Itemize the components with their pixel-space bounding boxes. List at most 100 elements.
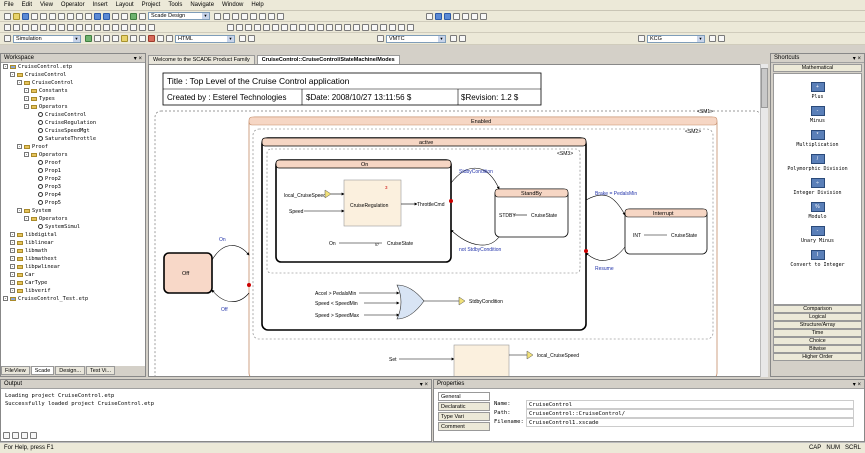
layout-icon[interactable] xyxy=(121,12,128,20)
flip-icon[interactable] xyxy=(453,12,460,20)
weak-transition-icon[interactable] xyxy=(130,23,137,31)
save-all-icon[interactable] xyxy=(31,12,38,20)
state-icon[interactable] xyxy=(268,12,275,20)
type-icon[interactable] xyxy=(232,12,239,20)
frame-icon[interactable] xyxy=(67,23,74,31)
shortcut-item[interactable]: -Minus xyxy=(774,106,861,124)
record-icon[interactable] xyxy=(139,35,146,42)
close-icon[interactable]: × xyxy=(424,381,428,388)
shortcut-category[interactable]: Higher Order xyxy=(773,353,862,361)
pointer-icon[interactable] xyxy=(4,23,11,31)
arrow-right-icon[interactable] xyxy=(444,12,451,20)
tree-node[interactable]: Prop3 xyxy=(3,183,145,191)
terminator-icon[interactable] xyxy=(49,23,56,31)
expand-icon[interactable]: - xyxy=(17,208,22,213)
expand-icon[interactable]: - xyxy=(10,256,15,261)
tree-node[interactable]: -Types xyxy=(3,95,145,103)
close-icon[interactable]: × xyxy=(857,381,861,388)
operator-icon[interactable] xyxy=(214,12,221,20)
tree-node[interactable]: Prop1 xyxy=(3,167,145,175)
tree-node[interactable]: -Operators xyxy=(3,103,145,111)
build-icon[interactable] xyxy=(709,35,716,42)
not-op-icon[interactable] xyxy=(290,23,297,31)
tree-node[interactable]: Prop2 xyxy=(3,175,145,183)
expand-icon[interactable]: - xyxy=(10,232,15,237)
expand-icon[interactable]: - xyxy=(24,152,29,157)
close-icon[interactable]: × xyxy=(857,55,861,62)
tree-node[interactable]: -System xyxy=(3,207,145,215)
tree-node[interactable]: -CruiseControl_Test.etp xyxy=(3,295,145,303)
cut-icon[interactable] xyxy=(40,12,47,20)
tree-node[interactable]: CruiseRegulation xyxy=(3,119,145,127)
tree-node[interactable]: -libverif xyxy=(3,287,145,295)
shortcut-item[interactable]: -Unary Minus xyxy=(774,226,861,244)
transition-icon[interactable] xyxy=(277,12,284,20)
settings-icon[interactable] xyxy=(157,35,164,42)
shortcut-category[interactable]: Choice xyxy=(773,337,862,345)
eq-op-icon[interactable] xyxy=(353,23,360,31)
if-op-icon[interactable] xyxy=(317,23,324,31)
tree-node[interactable]: -libdigital xyxy=(3,231,145,239)
workspace-tab-1[interactable]: Scade xyxy=(30,366,55,375)
shortcut-category[interactable]: Time xyxy=(773,329,862,337)
rotate-icon[interactable] xyxy=(462,12,469,20)
last-icon[interactable] xyxy=(30,432,37,439)
input-icon[interactable] xyxy=(22,23,29,31)
menu-item-edit[interactable]: Edit xyxy=(21,2,33,8)
property-value[interactable]: CruiseControl xyxy=(526,400,854,409)
initial-state-icon[interactable] xyxy=(103,23,110,31)
menu-item-tools[interactable]: Tools xyxy=(168,2,183,8)
expand-icon[interactable]: - xyxy=(17,144,22,149)
tree-node[interactable]: -CruiseControl.etp xyxy=(3,63,145,71)
menu-item-navigate[interactable]: Navigate xyxy=(190,2,215,8)
if-icon[interactable] xyxy=(76,23,83,31)
output-icon[interactable] xyxy=(31,23,38,31)
shortcut-category[interactable]: Comparison xyxy=(773,305,862,313)
menu-item-window[interactable]: Window xyxy=(222,2,244,8)
strong-transition-icon[interactable] xyxy=(121,23,128,31)
canvas-scroll-thumb[interactable] xyxy=(761,68,768,108)
shortcut-category[interactable]: Structure/Array xyxy=(773,321,862,329)
grid-icon[interactable] xyxy=(112,12,119,20)
times-op-icon[interactable] xyxy=(254,23,261,31)
document-tab-1[interactable]: CruiseControl::CruiseControl/StateMachin… xyxy=(256,55,400,64)
fold-op-icon[interactable] xyxy=(407,23,414,31)
expand-icon[interactable]: - xyxy=(10,272,15,277)
fork-icon[interactable] xyxy=(139,23,146,31)
diagram-icon[interactable] xyxy=(259,12,266,20)
expand-icon[interactable]: - xyxy=(10,280,15,285)
codegen-icon[interactable] xyxy=(638,35,645,42)
diagram-canvas[interactable]: Title : Top Level of the Cruise Control … xyxy=(148,64,768,377)
tree-node[interactable]: -CruiseControl xyxy=(3,79,145,87)
const-icon[interactable] xyxy=(241,12,248,20)
undo-icon[interactable] xyxy=(67,12,74,20)
minus-op-icon[interactable] xyxy=(245,23,252,31)
workspace-tab-3[interactable]: Test Vi... xyxy=(86,366,116,375)
simulation-combo[interactable]: Simulation▼ xyxy=(13,34,81,43)
redo-icon[interactable] xyxy=(76,12,83,20)
pin-icon[interactable]: ▾ xyxy=(852,381,856,388)
find-icon[interactable] xyxy=(85,12,92,20)
tree-node[interactable]: -Operators xyxy=(3,151,145,159)
save-icon[interactable] xyxy=(22,12,29,20)
plus-op-icon[interactable] xyxy=(236,23,243,31)
shortcut-item[interactable]: /Polymorphic Division xyxy=(774,154,861,172)
shortcut-item[interactable]: ÷Integer Division xyxy=(774,178,861,196)
canvas-scrollbar[interactable] xyxy=(760,64,768,377)
expand-icon[interactable]: - xyxy=(24,104,29,109)
coverage-settings-icon[interactable] xyxy=(459,35,466,42)
struct-op-icon[interactable] xyxy=(380,23,387,31)
copy-icon[interactable] xyxy=(49,12,56,20)
expand-icon[interactable]: - xyxy=(3,296,8,301)
properties-tab[interactable]: Declaratic xyxy=(438,402,490,411)
reset-icon[interactable] xyxy=(112,35,119,42)
history-icon[interactable] xyxy=(148,23,155,31)
block-icon[interactable] xyxy=(227,23,234,31)
array-op-icon[interactable] xyxy=(371,23,378,31)
error-icon[interactable] xyxy=(148,35,155,42)
prev-icon[interactable] xyxy=(12,432,19,439)
mapfold-op-icon[interactable] xyxy=(389,23,396,31)
workspace-tab-2[interactable]: Design... xyxy=(55,366,86,375)
shortcut-item[interactable]: *Multiplication xyxy=(774,130,861,148)
sensor-icon[interactable] xyxy=(250,12,257,20)
